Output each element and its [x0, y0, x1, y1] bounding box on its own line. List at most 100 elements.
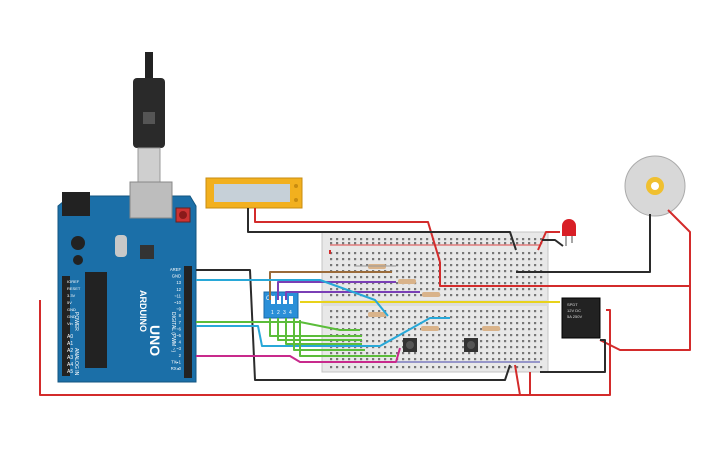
breadboard-hole[interactable]	[540, 358, 543, 361]
breadboard-hole[interactable]	[504, 340, 507, 343]
breadboard-hole[interactable]	[330, 316, 333, 319]
breadboard-hole[interactable]	[420, 340, 423, 343]
breadboard-hole[interactable]	[450, 264, 453, 267]
breadboard-hole[interactable]	[522, 328, 525, 331]
breadboard-hole[interactable]	[390, 352, 393, 355]
breadboard-hole[interactable]	[354, 258, 357, 261]
breadboard-hole[interactable]	[360, 288, 363, 291]
breadboard-hole[interactable]	[522, 358, 525, 361]
breadboard-hole[interactable]	[486, 258, 489, 261]
breadboard-hole[interactable]	[480, 334, 483, 337]
breadboard-hole[interactable]	[492, 276, 495, 279]
breadboard-hole[interactable]	[396, 322, 399, 325]
breadboard-hole[interactable]	[426, 270, 429, 273]
breadboard-hole[interactable]	[534, 282, 537, 285]
arduino-board[interactable]: ARDUINO UNO DIGITAL (PWM ~) AREFGND1312~…	[57, 181, 197, 383]
breadboard-hole[interactable]	[348, 358, 351, 361]
breadboard-hole[interactable]	[450, 294, 453, 297]
breadboard-hole[interactable]	[540, 316, 543, 319]
breadboard-hole[interactable]	[504, 294, 507, 297]
breadboard-hole[interactable]	[384, 366, 387, 369]
breadboard-hole[interactable]	[456, 238, 459, 241]
breadboard-hole[interactable]	[486, 242, 489, 245]
breadboard-hole[interactable]	[492, 340, 495, 343]
breadboard-hole[interactable]	[390, 276, 393, 279]
breadboard-hole[interactable]	[366, 334, 369, 337]
usb-cable[interactable]	[133, 52, 165, 189]
breadboard-hole[interactable]	[474, 294, 477, 297]
breadboard-hole[interactable]	[498, 322, 501, 325]
breadboard-hole[interactable]	[348, 366, 351, 369]
breadboard-hole[interactable]	[504, 328, 507, 331]
breadboard-hole[interactable]	[372, 252, 375, 255]
breadboard-hole[interactable]	[528, 238, 531, 241]
breadboard-hole[interactable]	[372, 258, 375, 261]
breadboard-hole[interactable]	[390, 346, 393, 349]
breadboard-hole[interactable]	[528, 252, 531, 255]
breadboard-hole[interactable]	[372, 238, 375, 241]
breadboard-hole[interactable]	[372, 346, 375, 349]
breadboard-hole[interactable]	[504, 316, 507, 319]
breadboard-hole[interactable]	[432, 346, 435, 349]
breadboard-hole[interactable]	[534, 252, 537, 255]
breadboard-hole[interactable]	[444, 238, 447, 241]
breadboard-hole[interactable]	[540, 334, 543, 337]
breadboard-hole[interactable]	[540, 252, 543, 255]
breadboard-hole[interactable]	[432, 270, 435, 273]
breadboard-hole[interactable]	[540, 352, 543, 355]
breadboard-hole[interactable]	[516, 238, 519, 241]
breadboard-hole[interactable]	[486, 352, 489, 355]
breadboard-hole[interactable]	[420, 346, 423, 349]
breadboard-hole[interactable]	[396, 352, 399, 355]
breadboard-hole[interactable]	[498, 242, 501, 245]
breadboard-hole[interactable]	[348, 322, 351, 325]
breadboard-hole[interactable]	[486, 366, 489, 369]
breadboard-hole[interactable]	[390, 258, 393, 261]
breadboard-hole[interactable]	[432, 334, 435, 337]
breadboard-hole[interactable]	[426, 252, 429, 255]
breadboard-hole[interactable]	[540, 282, 543, 285]
breadboard-hole[interactable]	[456, 310, 459, 313]
breadboard-hole[interactable]	[456, 282, 459, 285]
breadboard-hole[interactable]	[438, 352, 441, 355]
breadboard-hole[interactable]	[360, 366, 363, 369]
breadboard-hole[interactable]	[378, 242, 381, 245]
breadboard-hole[interactable]	[378, 340, 381, 343]
breadboard-hole[interactable]	[408, 358, 411, 361]
breadboard-hole[interactable]	[390, 252, 393, 255]
breadboard-hole[interactable]	[348, 288, 351, 291]
breadboard-hole[interactable]	[510, 264, 513, 267]
breadboard-hole[interactable]	[534, 340, 537, 343]
breadboard-hole[interactable]	[408, 316, 411, 319]
breadboard-hole[interactable]	[384, 276, 387, 279]
breadboard-hole[interactable]	[336, 258, 339, 261]
breadboard-hole[interactable]	[486, 346, 489, 349]
breadboard-hole[interactable]	[396, 340, 399, 343]
breadboard-hole[interactable]	[462, 334, 465, 337]
breadboard-hole[interactable]	[462, 316, 465, 319]
breadboard-hole[interactable]	[342, 258, 345, 261]
breadboard-hole[interactable]	[348, 316, 351, 319]
breadboard-hole[interactable]	[342, 352, 345, 355]
breadboard-hole[interactable]	[516, 264, 519, 267]
breadboard-hole[interactable]	[336, 238, 339, 241]
breadboard-hole[interactable]	[468, 358, 471, 361]
breadboard-hole[interactable]	[384, 346, 387, 349]
breadboard-hole[interactable]	[330, 258, 333, 261]
breadboard-hole[interactable]	[462, 242, 465, 245]
breadboard-hole[interactable]	[450, 270, 453, 273]
breadboard-hole[interactable]	[396, 366, 399, 369]
breadboard-hole[interactable]	[372, 328, 375, 331]
breadboard-hole[interactable]	[360, 358, 363, 361]
breadboard-hole[interactable]	[414, 276, 417, 279]
breadboard-hole[interactable]	[372, 242, 375, 245]
breadboard-hole[interactable]	[354, 316, 357, 319]
breadboard-hole[interactable]	[378, 310, 381, 313]
breadboard-hole[interactable]	[342, 264, 345, 267]
breadboard-hole[interactable]	[456, 316, 459, 319]
breadboard-hole[interactable]	[516, 334, 519, 337]
breadboard-hole[interactable]	[378, 366, 381, 369]
breadboard-hole[interactable]	[450, 282, 453, 285]
breadboard-hole[interactable]	[384, 316, 387, 319]
breadboard-hole[interactable]	[408, 310, 411, 313]
